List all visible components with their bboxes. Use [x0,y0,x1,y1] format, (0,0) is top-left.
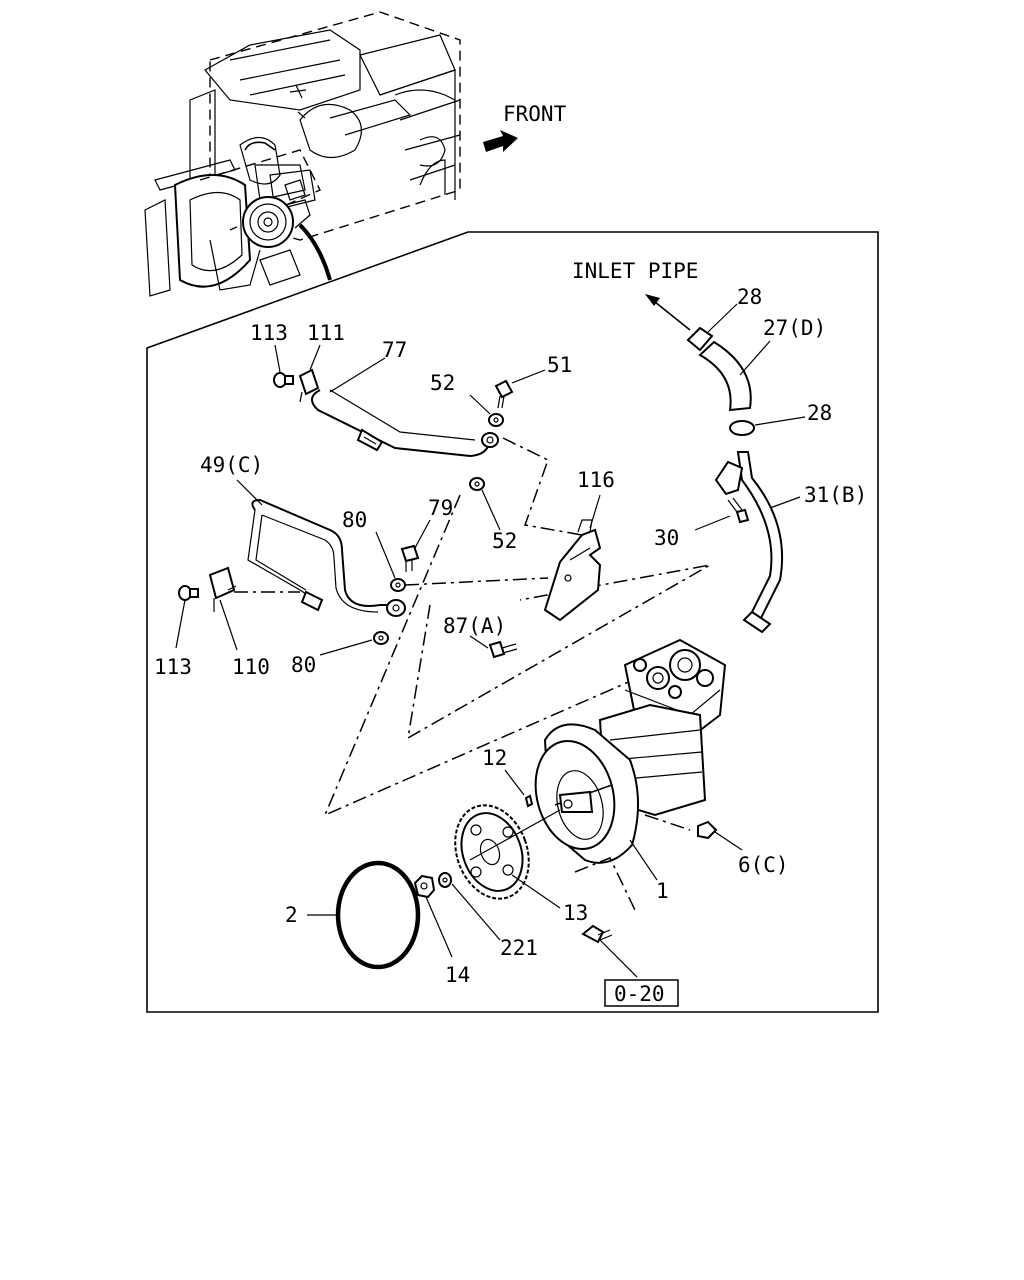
washer-80-upper-hole [395,582,401,588]
callout-14: 14 [445,963,470,987]
bolt-113-upper [273,372,294,388]
callout-51: 51 [547,353,572,377]
callout-113-upper: 113 [250,321,288,345]
washer-52-upper-hole [493,417,499,423]
bracket-30 [714,460,750,524]
callout-87a: 87(A) [443,614,506,638]
clip-110 [208,566,237,612]
bolt-79 [400,544,420,572]
callout-27d: 27(D) [763,316,826,340]
callout-79: 79 [428,496,453,520]
callout-30: 30 [654,526,679,550]
clip-111 [298,368,320,403]
washer-80-upper [390,578,406,592]
key-12 [524,794,534,808]
nut-6c [697,820,718,840]
engine-locator-illustration [144,11,461,297]
inlet-pipe-indicator: INLET PIPE [572,259,698,331]
callout-110: 110 [232,655,270,679]
leader-lines [175,303,806,978]
bolt-0-20 [581,924,613,944]
assembly-dash-line-inner [407,564,711,740]
reference-label: 0-20 [614,982,665,1006]
callout-1: 1 [656,879,669,903]
reference-box [604,979,679,1007]
callout-80-upper: 80 [342,508,367,532]
shaft-axis-line [469,809,561,861]
callout-111: 111 [307,321,345,345]
assembly-dash-line-outer [323,494,691,817]
washer-52-lower-hole [474,481,480,487]
callout-77: 77 [382,338,407,362]
air-compressor-assembly [534,638,727,864]
callout-labels: 113 111 77 52 51 28 27(D) 28 49(C) 80 79… [154,285,867,987]
washer-80-lower [373,631,389,645]
callout-113-lower: 113 [154,655,192,679]
callout-2: 2 [285,903,298,927]
bolt-113-lower [178,585,199,601]
gear-13 [454,804,530,900]
washer-221 [438,872,452,888]
callout-28-upper: 28 [737,285,762,309]
connection-line-52 [502,437,583,536]
bolt-to-reference-dash [574,857,636,911]
compressor-to-nut-dash [644,814,691,831]
pipe-31b [736,451,784,634]
bracket-116 [543,519,602,622]
callout-221: 221 [500,936,538,960]
o-ring-2 [335,860,421,970]
callout-49c: 49(C) [200,453,263,477]
callout-13: 13 [563,901,588,925]
callout-116: 116 [577,468,615,492]
bolt-51 [494,379,514,409]
callout-6c: 6(C) [738,853,789,877]
oil-pipe-49c [247,498,406,617]
callout-80-lower: 80 [291,653,316,677]
hose-clamp-28-lower [729,420,755,436]
callout-panel-border [146,231,879,1013]
oil-pipe-77 [311,389,499,458]
callout-12: 12 [482,746,507,770]
callout-28-lower: 28 [807,401,832,425]
hose-clamp-28-upper [686,326,714,352]
hose-27d [698,340,752,412]
washer-52-lower [469,477,485,491]
front-direction-indicator: FRONT [483,102,567,152]
connection-line-80 [404,577,549,586]
bolt-87a [488,640,518,659]
front-label: FRONT [503,102,567,126]
callout-52-lower: 52 [492,529,517,553]
inlet-pipe-label: INLET PIPE [572,259,698,283]
washer-80-lower-hole [378,635,384,641]
callout-31b: 31(B) [804,483,867,507]
nut-14 [413,874,436,899]
callout-52-upper: 52 [430,371,455,395]
washer-52-upper [488,413,504,427]
